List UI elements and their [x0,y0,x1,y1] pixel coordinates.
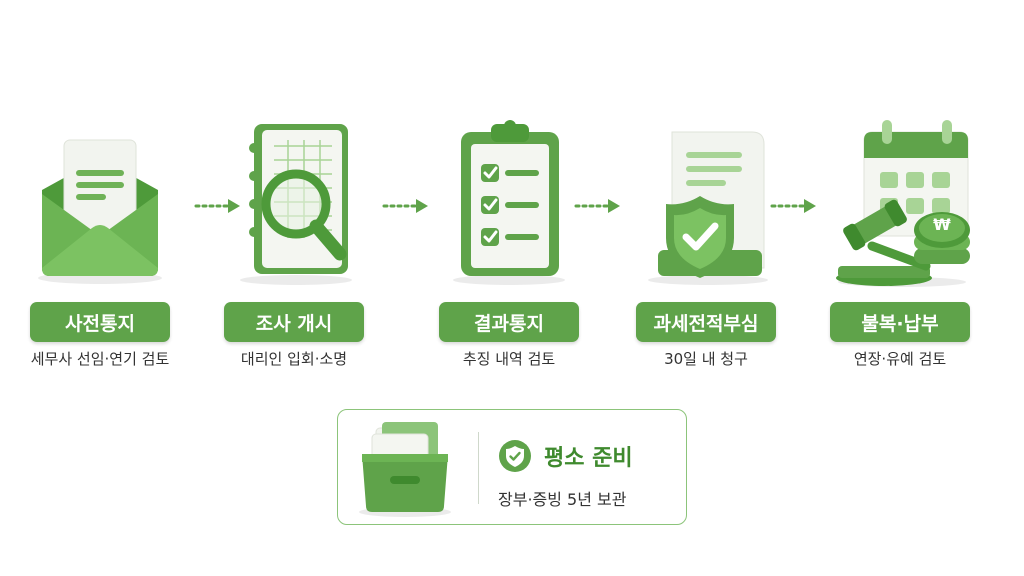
step-4-label: 과세전적부심 [636,302,776,342]
step-2-label: 조사 개시 [224,302,364,342]
step-4-description: 30일 내 청구 [664,350,748,368]
calendar-gavel-coins-icon: ₩ [830,118,970,288]
flow-arrow-1 [194,197,242,215]
card-divider [478,432,479,504]
step-5-description: 연장·유예 검토 [853,350,947,368]
flow-arrow-4 [770,197,818,215]
step-1-prior-notice: 사전통지 세무사 선임·연기 검토 [15,118,185,378]
preparation-subtitle: 장부·증빙 5년 보관 [498,490,627,509]
flow-arrow-2 [382,197,430,215]
preparation-title-row: 평소 준비 [498,438,633,474]
step-3-description: 추징 내역 검토 [462,350,556,368]
document-shield-icon [636,118,776,288]
magnifier-ledger-icon [224,118,364,288]
step-3-label: 결과통지 [439,302,579,342]
step-2-description: 대리인 입회·소명 [240,350,348,368]
preparation-card: 평소 준비 장부·증빙 5년 보관 [337,409,687,525]
step-2-audit-start: 조사 개시 대리인 입회·소명 [209,118,379,378]
won-coin-symbol: ₩ [933,215,951,234]
preparation-title: 평소 준비 [544,446,633,471]
file-box-icon [350,418,460,518]
step-1-description: 세무사 선임·연기 검토 [30,350,170,368]
step-3-result-notice: 결과통지 추징 내역 검토 [424,118,594,378]
step-1-label: 사전통지 [30,302,170,342]
step-4-pre-assessment-review: 과세전적부심 30일 내 청구 [621,118,791,378]
step-5-appeal-payment: ₩ 불복·납부 연장·유예 검토 [815,118,985,378]
step-5-label: 불복·납부 [830,302,970,342]
shield-check-icon [498,439,532,473]
flow-arrow-3 [574,197,622,215]
clipboard-checklist-icon [439,118,579,288]
envelope-icon [30,118,170,288]
